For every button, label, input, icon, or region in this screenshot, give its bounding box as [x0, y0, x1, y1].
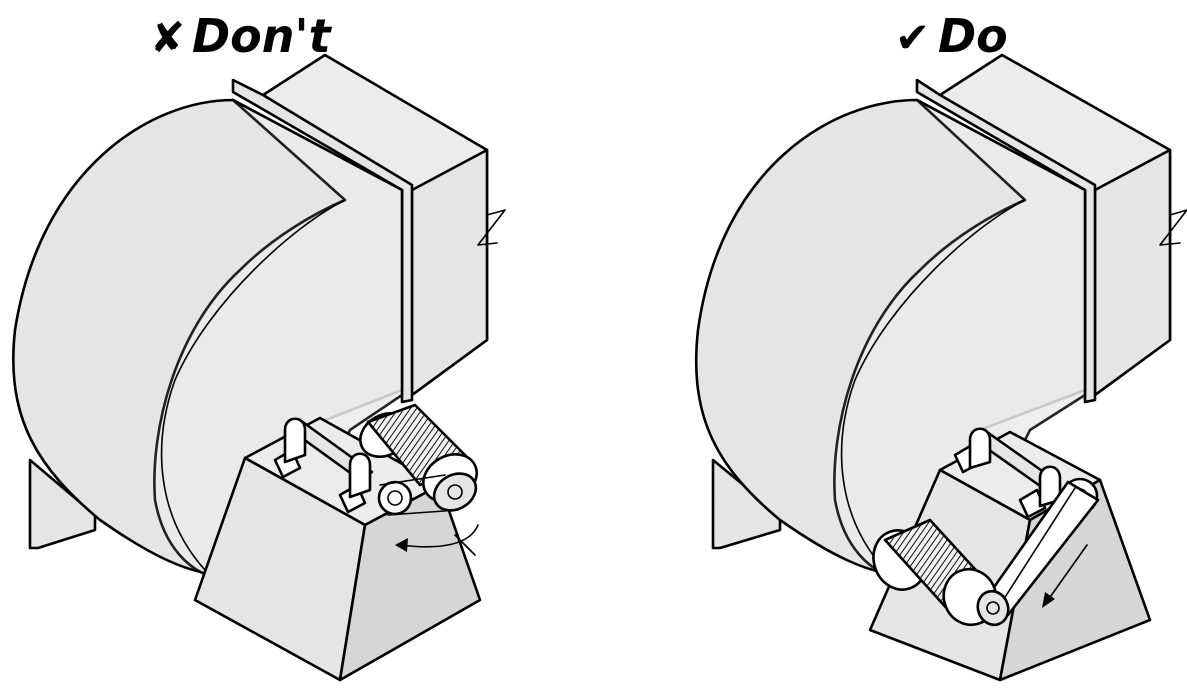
do-panel: ✔ Do [696, 9, 1187, 680]
cross-icon: ✘ [150, 13, 185, 62]
do-label: Do [938, 9, 1008, 63]
dont-label: Don't [192, 9, 333, 63]
check-icon: ✔ [895, 13, 930, 62]
dont-panel: ✘ Don't [13, 9, 505, 680]
